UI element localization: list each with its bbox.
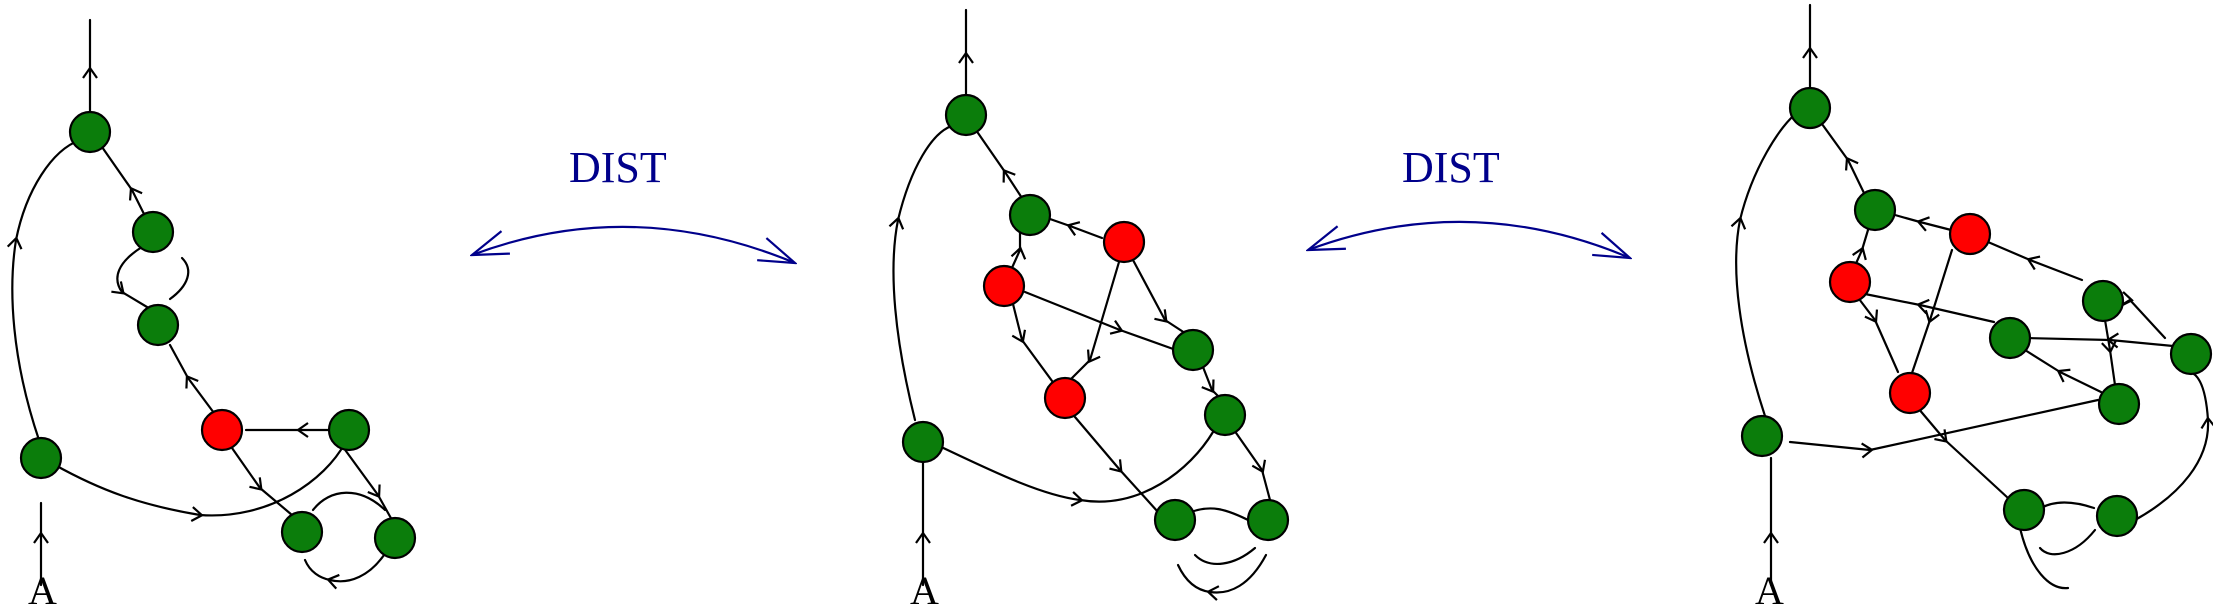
red-node: [1102, 220, 1146, 264]
edge: [1193, 546, 1257, 565]
green-node: [1988, 316, 2032, 360]
edge: [1788, 398, 2100, 459]
red-node: [200, 408, 244, 452]
edge: [1009, 228, 1027, 272]
edge: [2023, 332, 2175, 349]
graph-2-nodes: [901, 93, 1290, 542]
graph-1: A: [6, 18, 417, 606]
input-label-a: A: [28, 568, 57, 606]
edge: [2023, 348, 2103, 394]
green-node: [1246, 498, 1290, 542]
edge: [1986, 240, 2084, 282]
graph-3-edges: [1730, 3, 2213, 590]
edge: [2038, 528, 2097, 556]
edge: [303, 553, 386, 590]
green-node: [1171, 328, 1215, 372]
red-node: [1888, 371, 1932, 415]
edge: [1131, 258, 1190, 337]
green-node: [2081, 279, 2125, 323]
green-node: [901, 420, 945, 464]
edge: [976, 131, 1024, 200]
green-node: [2095, 494, 2139, 538]
green-node: [373, 516, 417, 560]
double-arrow: [1308, 220, 1630, 258]
edge: [1066, 260, 1121, 384]
edge: [168, 256, 190, 301]
edge: [230, 446, 294, 517]
edge: [1863, 292, 1996, 324]
red-node: [1828, 260, 1872, 304]
graph-1-nodes: [19, 110, 417, 560]
edge: [1176, 553, 1268, 601]
edge: [2101, 318, 2117, 387]
relation-1: DIST: [472, 143, 795, 263]
edge: [1730, 110, 1800, 418]
edge: [1073, 415, 1160, 514]
graph-1-edges: [6, 18, 394, 590]
relation-label: DIST: [569, 143, 667, 192]
edge: [1010, 298, 1057, 387]
input-label-a: A: [1755, 568, 1784, 606]
edge: [1820, 122, 1866, 195]
edge: [100, 145, 150, 224]
edge: [2018, 526, 2070, 590]
edge: [311, 491, 387, 512]
double-arrow: [472, 225, 795, 263]
graph-3: A: [1730, 3, 2213, 606]
green-node: [1153, 498, 1197, 542]
green-node: [19, 436, 63, 480]
edge: [935, 430, 1215, 507]
edge: [1916, 406, 2010, 500]
edge: [341, 445, 394, 522]
green-node: [1853, 188, 1897, 232]
edge: [53, 441, 347, 522]
green-node: [1008, 193, 1052, 237]
green-node: [944, 93, 988, 137]
edge: [2133, 370, 2213, 522]
green-node: [1788, 86, 1832, 130]
green-node: [1203, 393, 1247, 437]
edge: [6, 138, 82, 442]
green-node: [2097, 382, 2141, 426]
input-label-a: A: [910, 568, 939, 606]
graph-2-edges: [888, 8, 1272, 601]
green-node: [1740, 414, 1784, 458]
red-node: [1043, 376, 1087, 420]
green-node: [136, 303, 180, 347]
relation-label: DIST: [1402, 143, 1500, 192]
red-node: [1948, 212, 1992, 256]
green-node: [131, 210, 175, 254]
edge: [1893, 213, 1957, 233]
edge: [888, 123, 957, 422]
green-node: [68, 110, 112, 154]
edge: [1189, 507, 1254, 524]
edge: [1048, 217, 1104, 240]
edge: [1910, 248, 1954, 375]
edge: [1023, 290, 1178, 352]
red-node: [982, 264, 1026, 308]
green-node: [327, 408, 371, 452]
graph-2: A: [888, 8, 1290, 606]
green-node: [2169, 332, 2213, 376]
green-node: [280, 510, 324, 554]
edge: [1851, 289, 1900, 374]
relation-2: DIST: [1308, 143, 1630, 258]
edge: [111, 245, 154, 312]
edge: [168, 343, 216, 415]
green-node: [2002, 488, 2046, 532]
graph-3-nodes: [1740, 86, 2213, 538]
edge: [1232, 428, 1272, 502]
